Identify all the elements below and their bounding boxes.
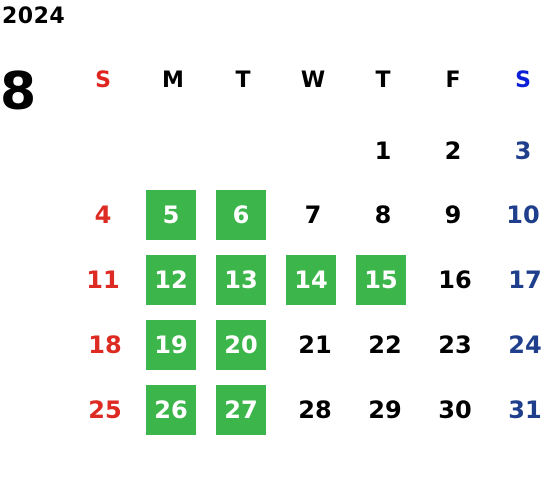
- day-cell[interactable]: 11: [86, 266, 120, 294]
- day-cell-highlighted[interactable]: 20: [216, 320, 266, 370]
- day-cell[interactable]: 9: [444, 201, 462, 229]
- calendar-grid: S M T W T F S 1 2 3 4 5 6 7 8 9 10 11 12…: [68, 0, 548, 503]
- month-number: 8: [0, 62, 37, 122]
- weekday-header-tue: T: [235, 68, 251, 93]
- day-cell[interactable]: 25: [88, 396, 122, 424]
- weekday-header-wed: W: [300, 68, 326, 93]
- weekday-header-mon: M: [162, 68, 184, 93]
- day-cell[interactable]: 8: [374, 201, 392, 229]
- day-cell-highlighted[interactable]: 19: [146, 320, 196, 370]
- day-cell[interactable]: 7: [304, 201, 322, 229]
- day-cell[interactable]: 17: [508, 266, 542, 294]
- day-cell[interactable]: 2: [444, 137, 462, 165]
- day-cell[interactable]: 28: [298, 396, 332, 424]
- day-cell[interactable]: 16: [438, 266, 472, 294]
- day-cell-highlighted[interactable]: 13: [216, 255, 266, 305]
- day-cell[interactable]: 4: [94, 201, 112, 229]
- day-cell-highlighted[interactable]: 15: [356, 255, 406, 305]
- day-cell[interactable]: 30: [438, 396, 472, 424]
- weekday-header-sat: S: [515, 68, 531, 93]
- day-cell[interactable]: 1: [374, 137, 392, 165]
- day-cell[interactable]: 3: [514, 137, 532, 165]
- weekday-header-fri: F: [445, 68, 461, 93]
- weekday-header-thu: T: [375, 68, 391, 93]
- day-cell-highlighted[interactable]: 6: [216, 190, 266, 240]
- day-cell[interactable]: 24: [508, 331, 542, 359]
- day-cell-highlighted[interactable]: 14: [286, 255, 336, 305]
- day-cell[interactable]: 10: [506, 201, 540, 229]
- day-cell[interactable]: 29: [368, 396, 402, 424]
- day-cell[interactable]: 18: [88, 331, 122, 359]
- day-cell-highlighted[interactable]: 12: [146, 255, 196, 305]
- day-cell[interactable]: 21: [298, 331, 332, 359]
- day-cell[interactable]: 23: [438, 331, 472, 359]
- weekday-header-sun: S: [95, 68, 111, 93]
- day-cell-highlighted[interactable]: 27: [216, 385, 266, 435]
- year-label: 2024: [2, 4, 66, 29]
- day-cell[interactable]: 31: [508, 396, 542, 424]
- day-cell-highlighted[interactable]: 5: [146, 190, 196, 240]
- day-cell-highlighted[interactable]: 26: [146, 385, 196, 435]
- day-cell[interactable]: 22: [368, 331, 402, 359]
